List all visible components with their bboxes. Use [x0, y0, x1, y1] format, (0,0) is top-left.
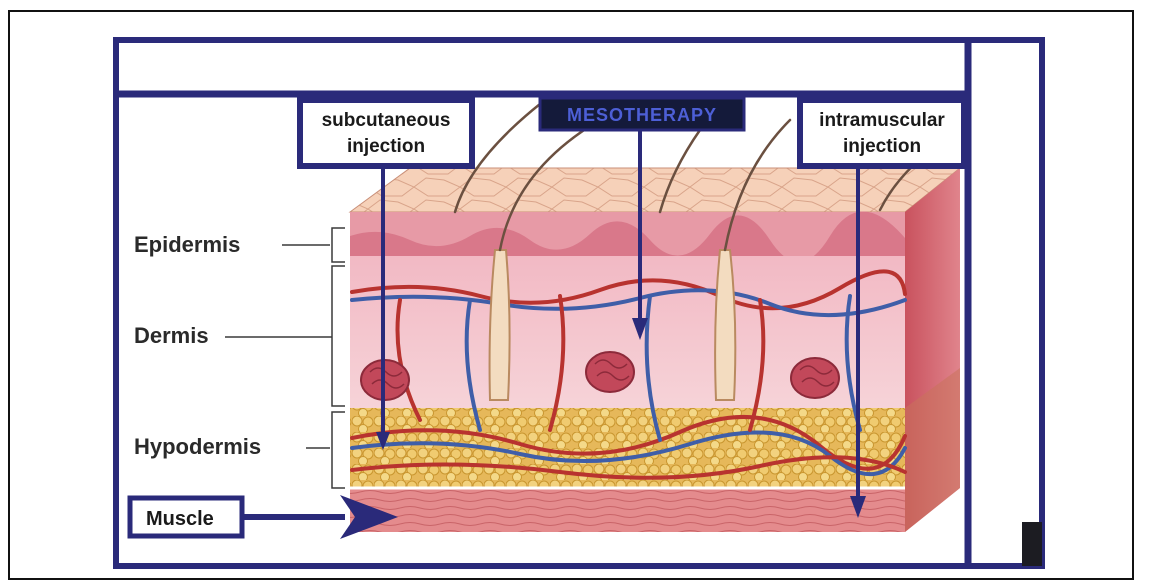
- subcutaneous-label-line1: subcutaneous: [322, 110, 451, 131]
- intramuscular-label-line1: intramuscular: [819, 110, 945, 131]
- muscle-label: Muscle: [146, 508, 214, 530]
- dermis-label: Dermis: [134, 323, 209, 348]
- mesotherapy-label: MESOTHERAPY: [567, 105, 717, 125]
- intramuscular-label-line2: injection: [843, 136, 921, 157]
- epidermis-label: Epidermis: [134, 232, 240, 257]
- hypodermis-label: Hypodermis: [134, 434, 261, 459]
- subcutaneous-label-line2: injection: [347, 136, 425, 157]
